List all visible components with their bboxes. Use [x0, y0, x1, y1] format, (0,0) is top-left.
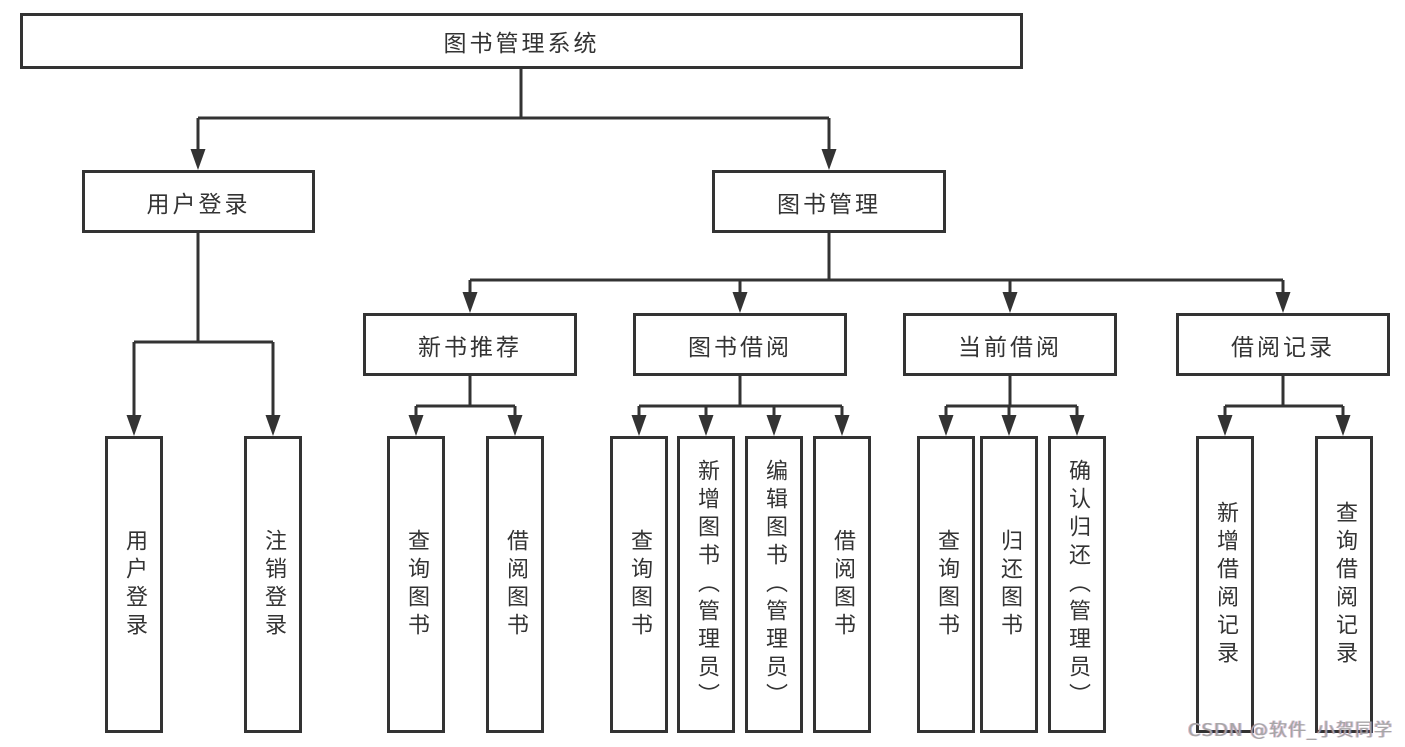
node-current-borrow: 当前借阅: [903, 313, 1117, 376]
leaf-add-books-admin: 新增图书（管理员）: [677, 436, 735, 733]
node-user-login: 用户登录: [82, 170, 315, 233]
leaf-user-login: 用户登录: [105, 436, 163, 733]
leaf-query-books-recommend: 查询图书: [387, 436, 445, 733]
leaf-logout: 注销登录: [244, 436, 302, 733]
leaf-confirm-return-admin: 确认归还（管理员）: [1048, 436, 1106, 733]
leaf-edit-books-admin: 编辑图书（管理员）: [745, 436, 803, 733]
node-new-book-recommend: 新书推荐: [363, 313, 577, 376]
leaf-borrow-books-recommend: 借阅图书: [486, 436, 544, 733]
node-borrow-records: 借阅记录: [1176, 313, 1390, 376]
node-book-borrow: 图书借阅: [633, 313, 847, 376]
leaf-query-books-current: 查询图书: [917, 436, 975, 733]
leaf-return-books: 归还图书: [980, 436, 1038, 733]
node-book-management: 图书管理: [712, 170, 946, 233]
leaf-add-borrow-record: 新增借阅记录: [1196, 436, 1254, 733]
node-system-root: 图书管理系统: [20, 13, 1023, 69]
csdn-watermark: CSDN @软件_小贺同学: [1188, 720, 1394, 741]
leaf-borrow-books: 借阅图书: [813, 436, 871, 733]
leaf-query-borrow-record: 查询借阅记录: [1315, 436, 1373, 733]
leaf-query-books-borrow: 查询图书: [610, 436, 668, 733]
